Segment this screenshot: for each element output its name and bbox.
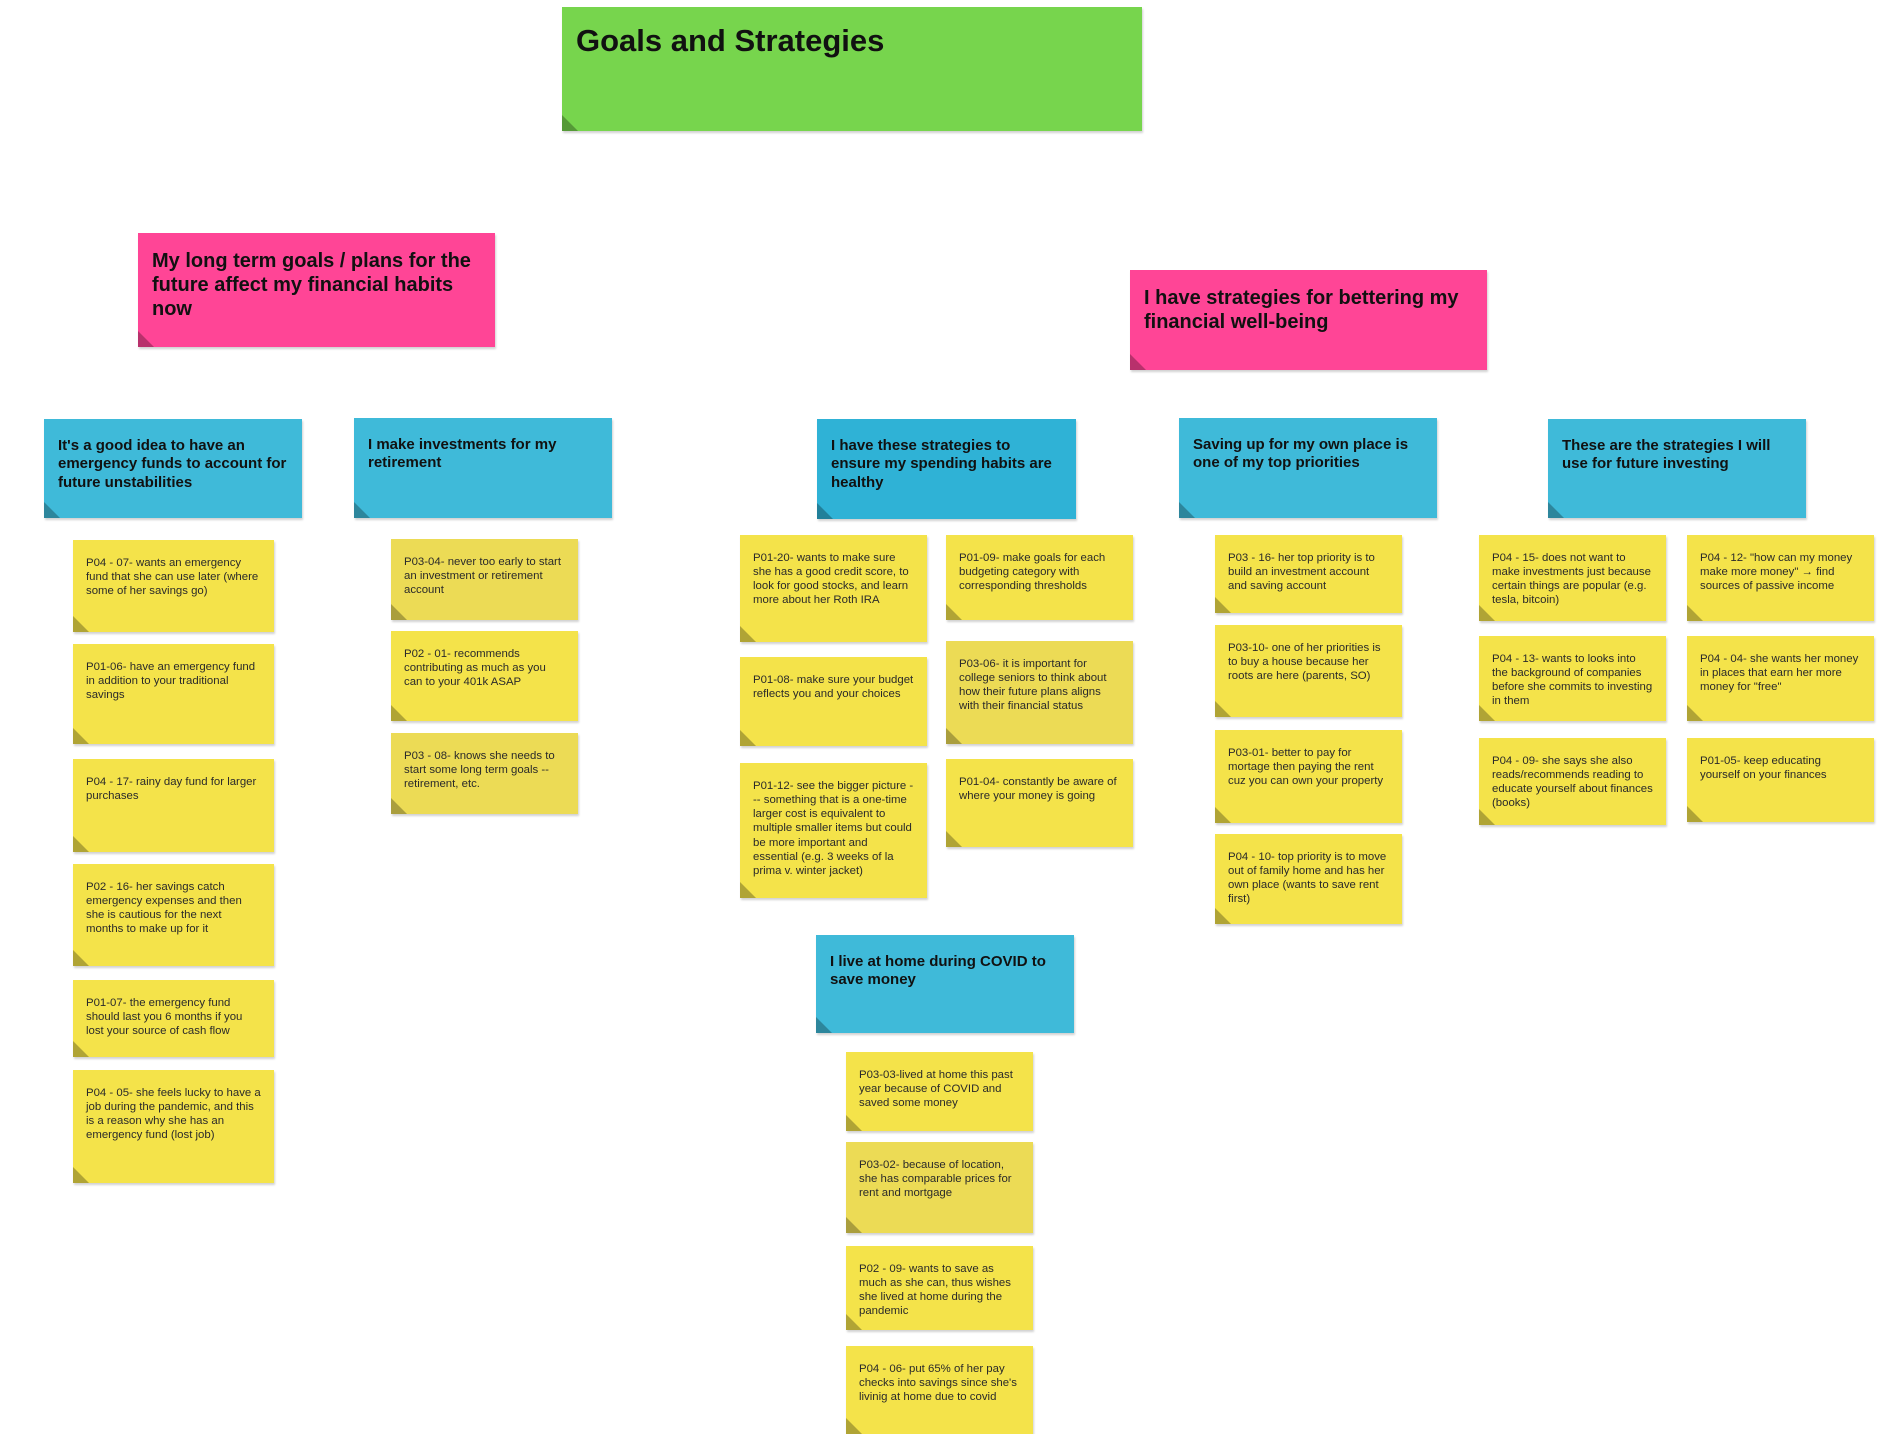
note-text: P01-05- keep educating yourself on your … — [1700, 755, 1827, 782]
sticky-note[interactable]: P03 - 08- knows she needs to start some … — [391, 733, 578, 814]
page-title: Goals and Strategies — [576, 23, 885, 58]
note-text: P03 - 08- knows she needs to start some … — [404, 750, 555, 791]
theme-label: Saving up for my own place is one of my … — [1193, 436, 1409, 472]
theme-label: These are the strategies I will use for … — [1562, 437, 1771, 473]
theme-label: I make investments for my retirement — [368, 436, 557, 472]
sticky-note[interactable]: P01-06- have an emergency fund in additi… — [73, 644, 274, 744]
theme-header-covid-home[interactable]: I live at home during COVID to save mone… — [816, 935, 1074, 1033]
note-text: P03-06- it is important for college seni… — [959, 658, 1107, 713]
sticky-note[interactable]: P01-04- constantly be aware of where you… — [946, 759, 1133, 847]
note-text: P03-01- better to pay for mortage then p… — [1228, 747, 1384, 788]
note-text: P04 - 17- rainy day fund for larger purc… — [86, 776, 257, 803]
note-text: P01-09- make goals for each budgeting ca… — [959, 552, 1106, 593]
theme-label: I live at home during COVID to save mone… — [830, 953, 1046, 989]
sticky-note[interactable]: P01-08- make sure your budget reflects y… — [740, 657, 927, 746]
sticky-note[interactable]: P02 - 16- her savings catch emergency ex… — [73, 864, 274, 966]
theme-label: It's a good idea to have an emergency fu… — [58, 437, 287, 491]
theme-header-emergency-fund[interactable]: It's a good idea to have an emergency fu… — [44, 419, 302, 518]
note-text: P01-06- have an emergency fund in additi… — [86, 661, 256, 702]
note-text: P03 - 16- her top priority is to build a… — [1228, 552, 1375, 593]
theme-header-retirement[interactable]: I make investments for my retirement — [354, 418, 612, 518]
note-text: P03-04- never too early to start an inve… — [404, 556, 562, 597]
note-text: P04 - 13- wants to looks into the backgr… — [1492, 653, 1653, 708]
sticky-note[interactable]: P01-09- make goals for each budgeting ca… — [946, 535, 1133, 620]
note-text: P04 - 07- wants an emergency fund that s… — [86, 557, 259, 598]
sticky-note[interactable]: P04 - 15- does not want to make investme… — [1479, 535, 1666, 621]
sticky-note[interactable]: P03 - 16- her top priority is to build a… — [1215, 535, 1402, 613]
sticky-note[interactable]: P04 - 06- put 65% of her pay checks into… — [846, 1346, 1033, 1434]
sticky-note[interactable]: P01-12- see the bigger picture --- somet… — [740, 763, 927, 898]
note-text: P01-12- see the bigger picture --- somet… — [753, 780, 914, 877]
sticky-note[interactable]: P04 - 17- rainy day fund for larger purc… — [73, 759, 274, 852]
note-text: P02 - 01- recommends contributing as muc… — [404, 648, 546, 689]
sticky-note[interactable]: P03-01- better to pay for mortage then p… — [1215, 730, 1402, 823]
sticky-note[interactable]: P04 - 12- "how can my money make more mo… — [1687, 535, 1874, 621]
theme-header-own-place[interactable]: Saving up for my own place is one of my … — [1179, 418, 1437, 518]
sticky-note[interactable]: P03-10- one of her priorities is to buy … — [1215, 625, 1402, 717]
note-text: P03-02- because of location, she has com… — [859, 1159, 1012, 1200]
note-text: P01-08- make sure your budget reflects y… — [753, 674, 914, 701]
sticky-note[interactable]: P03-02- because of location, she has com… — [846, 1142, 1033, 1233]
note-text: P03-03-lived at home this past year beca… — [859, 1069, 1013, 1110]
sticky-note[interactable]: P04 - 09- she says she also reads/recomm… — [1479, 738, 1666, 825]
note-text: P04 - 12- "how can my money make more mo… — [1700, 552, 1853, 593]
note-text: P01-04- constantly be aware of where you… — [959, 776, 1117, 803]
sticky-note[interactable]: P03-03-lived at home this past year beca… — [846, 1052, 1033, 1131]
sticky-note[interactable]: P01-20- wants to make sure she has a goo… — [740, 535, 927, 642]
note-text: P04 - 09- she says she also reads/recomm… — [1492, 755, 1653, 810]
note-text: P01-20- wants to make sure she has a goo… — [753, 552, 909, 607]
note-text: P04 - 06- put 65% of her pay checks into… — [859, 1363, 1017, 1404]
group-header-long-term[interactable]: My long term goals / plans for the futur… — [138, 233, 495, 347]
theme-header-spending-habits[interactable]: I have these strategies to ensure my spe… — [817, 419, 1076, 519]
note-text: P03-10- one of her priorities is to buy … — [1228, 642, 1381, 683]
theme-label: I have these strategies to ensure my spe… — [831, 437, 1052, 491]
note-text: P02 - 16- her savings catch emergency ex… — [86, 881, 242, 936]
sticky-note[interactable]: P02 - 09- wants to save as much as she c… — [846, 1246, 1033, 1330]
sticky-note[interactable]: P04 - 13- wants to looks into the backgr… — [1479, 636, 1666, 721]
sticky-note[interactable]: P03-06- it is important for college seni… — [946, 641, 1133, 744]
sticky-note[interactable]: P04 - 07- wants an emergency fund that s… — [73, 540, 274, 632]
group-label: My long term goals / plans for the futur… — [152, 250, 471, 320]
note-text: P01-07- the emergency fund should last y… — [86, 997, 243, 1038]
note-text: P04 - 05- she feels lucky to have a job … — [86, 1087, 261, 1142]
note-text: P02 - 09- wants to save as much as she c… — [859, 1263, 1011, 1318]
title-sticky[interactable]: Goals and Strategies — [562, 7, 1142, 131]
theme-header-investing[interactable]: These are the strategies I will use for … — [1548, 419, 1806, 518]
sticky-note[interactable]: P04 - 04- she wants her money in places … — [1687, 636, 1874, 721]
note-text: P04 - 04- she wants her money in places … — [1700, 653, 1859, 694]
sticky-note[interactable]: P03-04- never too early to start an inve… — [391, 539, 578, 620]
sticky-note[interactable]: P04 - 05- she feels lucky to have a job … — [73, 1070, 274, 1183]
sticky-note[interactable]: P04 - 10- top priority is to move out of… — [1215, 834, 1402, 924]
sticky-note[interactable]: P01-07- the emergency fund should last y… — [73, 980, 274, 1057]
note-text: P04 - 10- top priority is to move out of… — [1228, 851, 1387, 906]
sticky-note[interactable]: P01-05- keep educating yourself on your … — [1687, 738, 1874, 822]
sticky-note[interactable]: P02 - 01- recommends contributing as muc… — [391, 631, 578, 721]
note-text: P04 - 15- does not want to make investme… — [1492, 552, 1651, 607]
group-header-strategies[interactable]: I have strategies for bettering my finan… — [1130, 270, 1487, 370]
group-label: I have strategies for bettering my finan… — [1144, 287, 1459, 333]
